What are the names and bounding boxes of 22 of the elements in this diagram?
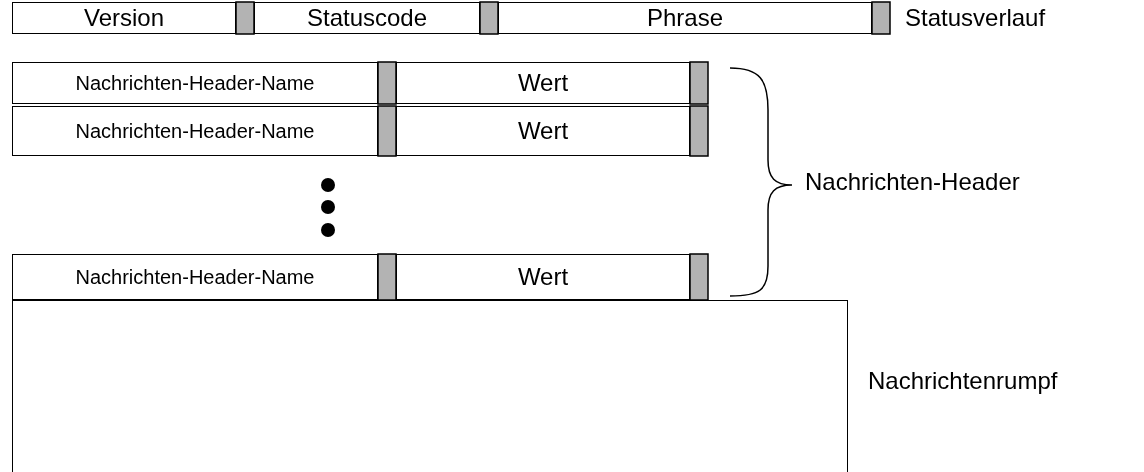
field-cell <box>254 2 480 34</box>
field-label: Wert <box>517 117 569 145</box>
section-label: Nachrichtenrumpf <box>868 367 1058 395</box>
field-label: Version <box>83 4 165 32</box>
field-cell <box>396 106 690 156</box>
field-cell <box>12 254 378 300</box>
field-cell <box>396 254 690 300</box>
field-label: Phrase <box>646 4 723 32</box>
field-label: Statuscode <box>306 4 428 32</box>
field-label: Wert <box>517 263 569 291</box>
field-cell <box>12 106 378 156</box>
field-cell <box>396 62 690 104</box>
body-box <box>12 300 848 472</box>
field-cell <box>12 62 378 104</box>
field-label: Nachrichten-Header-Name <box>75 119 315 143</box>
field-label: Nachrichten-Header-Name <box>75 265 315 289</box>
field-cell <box>12 2 236 34</box>
field-label: Wert <box>517 69 569 97</box>
field-label: Nachrichten-Header-Name <box>75 71 315 95</box>
field-cell <box>498 2 872 34</box>
section-label: Statusverlauf <box>905 4 1046 32</box>
section-label: Nachrichten-Header <box>805 168 1020 196</box>
